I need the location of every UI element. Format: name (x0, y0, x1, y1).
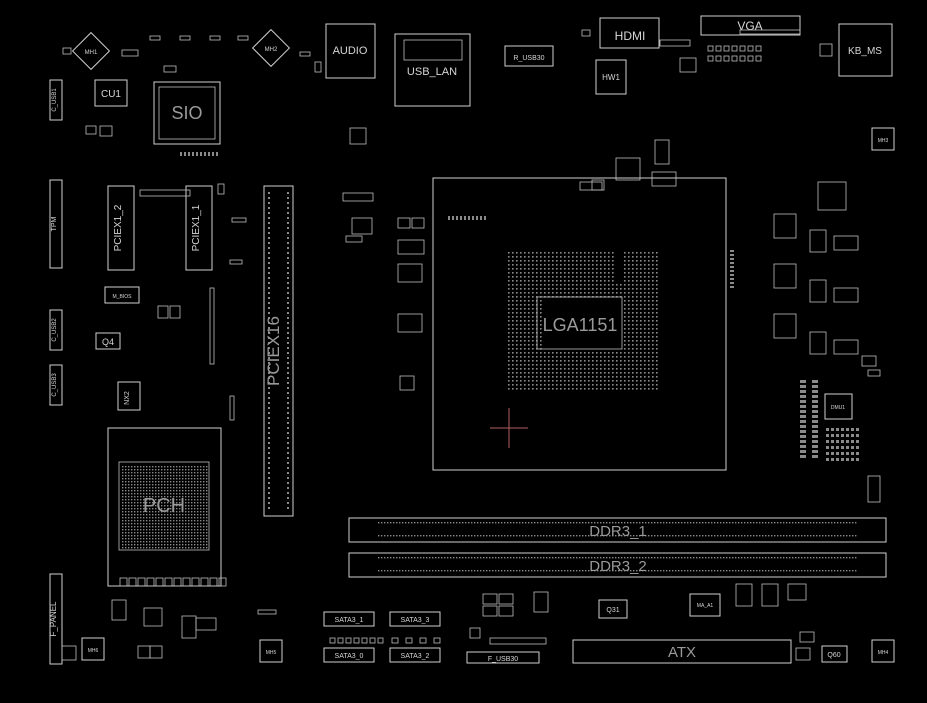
svg-text:MH5: MH5 (266, 650, 277, 656)
pciex16-pins (268, 192, 289, 509)
f-panel-header[interactable]: F_PANEL (49, 573, 63, 665)
ddr3-1-label: DDR3_1 (589, 523, 647, 540)
pch-label: PCH (143, 495, 185, 517)
c-usb2-label: C_USB2 (52, 318, 58, 342)
r-usb30-header[interactable]: R_USB30 (504, 45, 554, 67)
svg-text:MH3: MH3 (878, 138, 889, 144)
ma-a1-label: MA_A1 (697, 603, 714, 609)
svg-text:MH6: MH6 (88, 648, 99, 654)
f-usb30-header[interactable]: F_USB30 (466, 651, 540, 664)
hw1-label: HW1 (602, 73, 620, 82)
q31-label: Q31 (606, 607, 619, 614)
cpu-socket-label: LGA1151 (543, 315, 618, 335)
svg-text:MH4: MH4 (878, 650, 889, 656)
m-bios-chip[interactable]: M_BIOS (104, 286, 140, 304)
mh1-label: MH1 (85, 50, 98, 56)
q60-label: Q60 (827, 652, 840, 659)
sata3-1-port[interactable]: SATA3_1 (323, 611, 375, 627)
audio-label: AUDIO (333, 45, 368, 57)
f-usb30-label: F_USB30 (488, 656, 518, 663)
ddr3-2-label: DDR3_2 (589, 558, 647, 575)
mh5-hole: MH5 (259, 639, 283, 663)
vga-label: VGA (737, 19, 762, 33)
c-usb1-label: C_USB1 (52, 88, 58, 112)
ddr3-2-slot[interactable]: DDR3_2 (348, 552, 887, 578)
vga-connector[interactable]: VGA (700, 15, 801, 36)
kb-ms-connector[interactable]: KB_MS (838, 23, 893, 77)
c-usb3-header[interactable]: C_USB3 (49, 364, 63, 406)
usb-lan-label: USB_LAN (407, 66, 457, 78)
mh2-label: MH2 (265, 47, 278, 53)
mh1-hole (71, 31, 111, 71)
misc-components (61, 29, 881, 661)
pciex1-1-label: PCIEX1_1 (191, 204, 202, 251)
nx2-chip[interactable]: NX2 (117, 381, 141, 411)
cu1-label: CU1 (101, 89, 121, 100)
sata3-3-label: SATA3_3 (401, 617, 430, 624)
c-usb1-header[interactable]: C_USB1 (49, 79, 63, 121)
ma-a1-chip[interactable]: MA_A1 (689, 593, 721, 617)
hw1-chip[interactable]: HW1 (595, 59, 627, 95)
c-usb3-label: C_USB3 (52, 373, 58, 397)
pciex1-2-label: PCIEX1_2 (113, 204, 124, 251)
q4-chip[interactable]: Q4 (95, 332, 121, 350)
tpm-label: TPM (51, 216, 58, 231)
f-panel-label: F_PANEL (49, 601, 58, 637)
hdmi-connector[interactable]: HDMI (599, 17, 660, 49)
c-usb2-header[interactable]: C_USB2 (49, 309, 63, 351)
tpm-header[interactable]: TPM (49, 179, 63, 269)
hdmi-label: HDMI (615, 29, 646, 43)
mh2-hole (251, 28, 291, 68)
sata3-1-label: SATA3_1 (335, 617, 364, 624)
cpu-socket[interactable]: LGA1151 (432, 177, 727, 471)
pciex1-1-slot[interactable]: PCIEX1_1 (185, 185, 213, 271)
sata3-0-port[interactable]: SATA3_0 (323, 647, 375, 663)
kb-ms-label: KB_MS (848, 46, 882, 57)
q60-chip[interactable]: Q60 (821, 645, 848, 663)
q31-chip[interactable]: Q31 (598, 599, 628, 619)
dmu1-label: DMU1 (831, 405, 845, 411)
ddr3-1-slot[interactable]: DDR3_1 (348, 517, 887, 543)
sio-chip[interactable]: SIO (153, 81, 221, 145)
q4-label: Q4 (102, 337, 114, 347)
ddr3-1-pins (378, 522, 857, 537)
cu1-chip[interactable]: CU1 (94, 79, 128, 107)
pciex1-2-slot[interactable]: PCIEX1_2 (107, 185, 135, 271)
nx2-label: NX2 (124, 391, 131, 405)
m-bios-label: M_BIOS (113, 294, 133, 300)
audio-connector[interactable]: AUDIO (325, 23, 376, 79)
usb-lan-connector[interactable]: USB_LAN (394, 33, 471, 107)
pciex16-slot[interactable]: PCIEX16 (263, 185, 294, 517)
sata3-2-label: SATA3_2 (401, 653, 430, 660)
sata3-3-port[interactable]: SATA3_3 (389, 611, 441, 627)
mh3-hole: MH3 (871, 127, 895, 151)
pch-chip[interactable]: PCH (107, 427, 222, 587)
pciex16-label: PCIEX16 (264, 316, 283, 386)
ddr3-2-pins (378, 557, 857, 572)
sio-label: SIO (171, 103, 202, 123)
pch-pins (122, 466, 208, 549)
mh6-hole: MH6 (81, 637, 105, 661)
sata3-0-label: SATA3_0 (335, 653, 364, 660)
sata3-2-port[interactable]: SATA3_2 (389, 647, 441, 663)
atx-label: ATX (668, 644, 696, 661)
dmu1-chip[interactable]: DMU1 (824, 393, 853, 420)
mh4-hole: MH4 (871, 639, 895, 663)
atx-connector[interactable]: ATX (572, 639, 792, 664)
r-usb30-label: R_USB30 (513, 55, 544, 62)
cpu-pins (508, 252, 658, 390)
